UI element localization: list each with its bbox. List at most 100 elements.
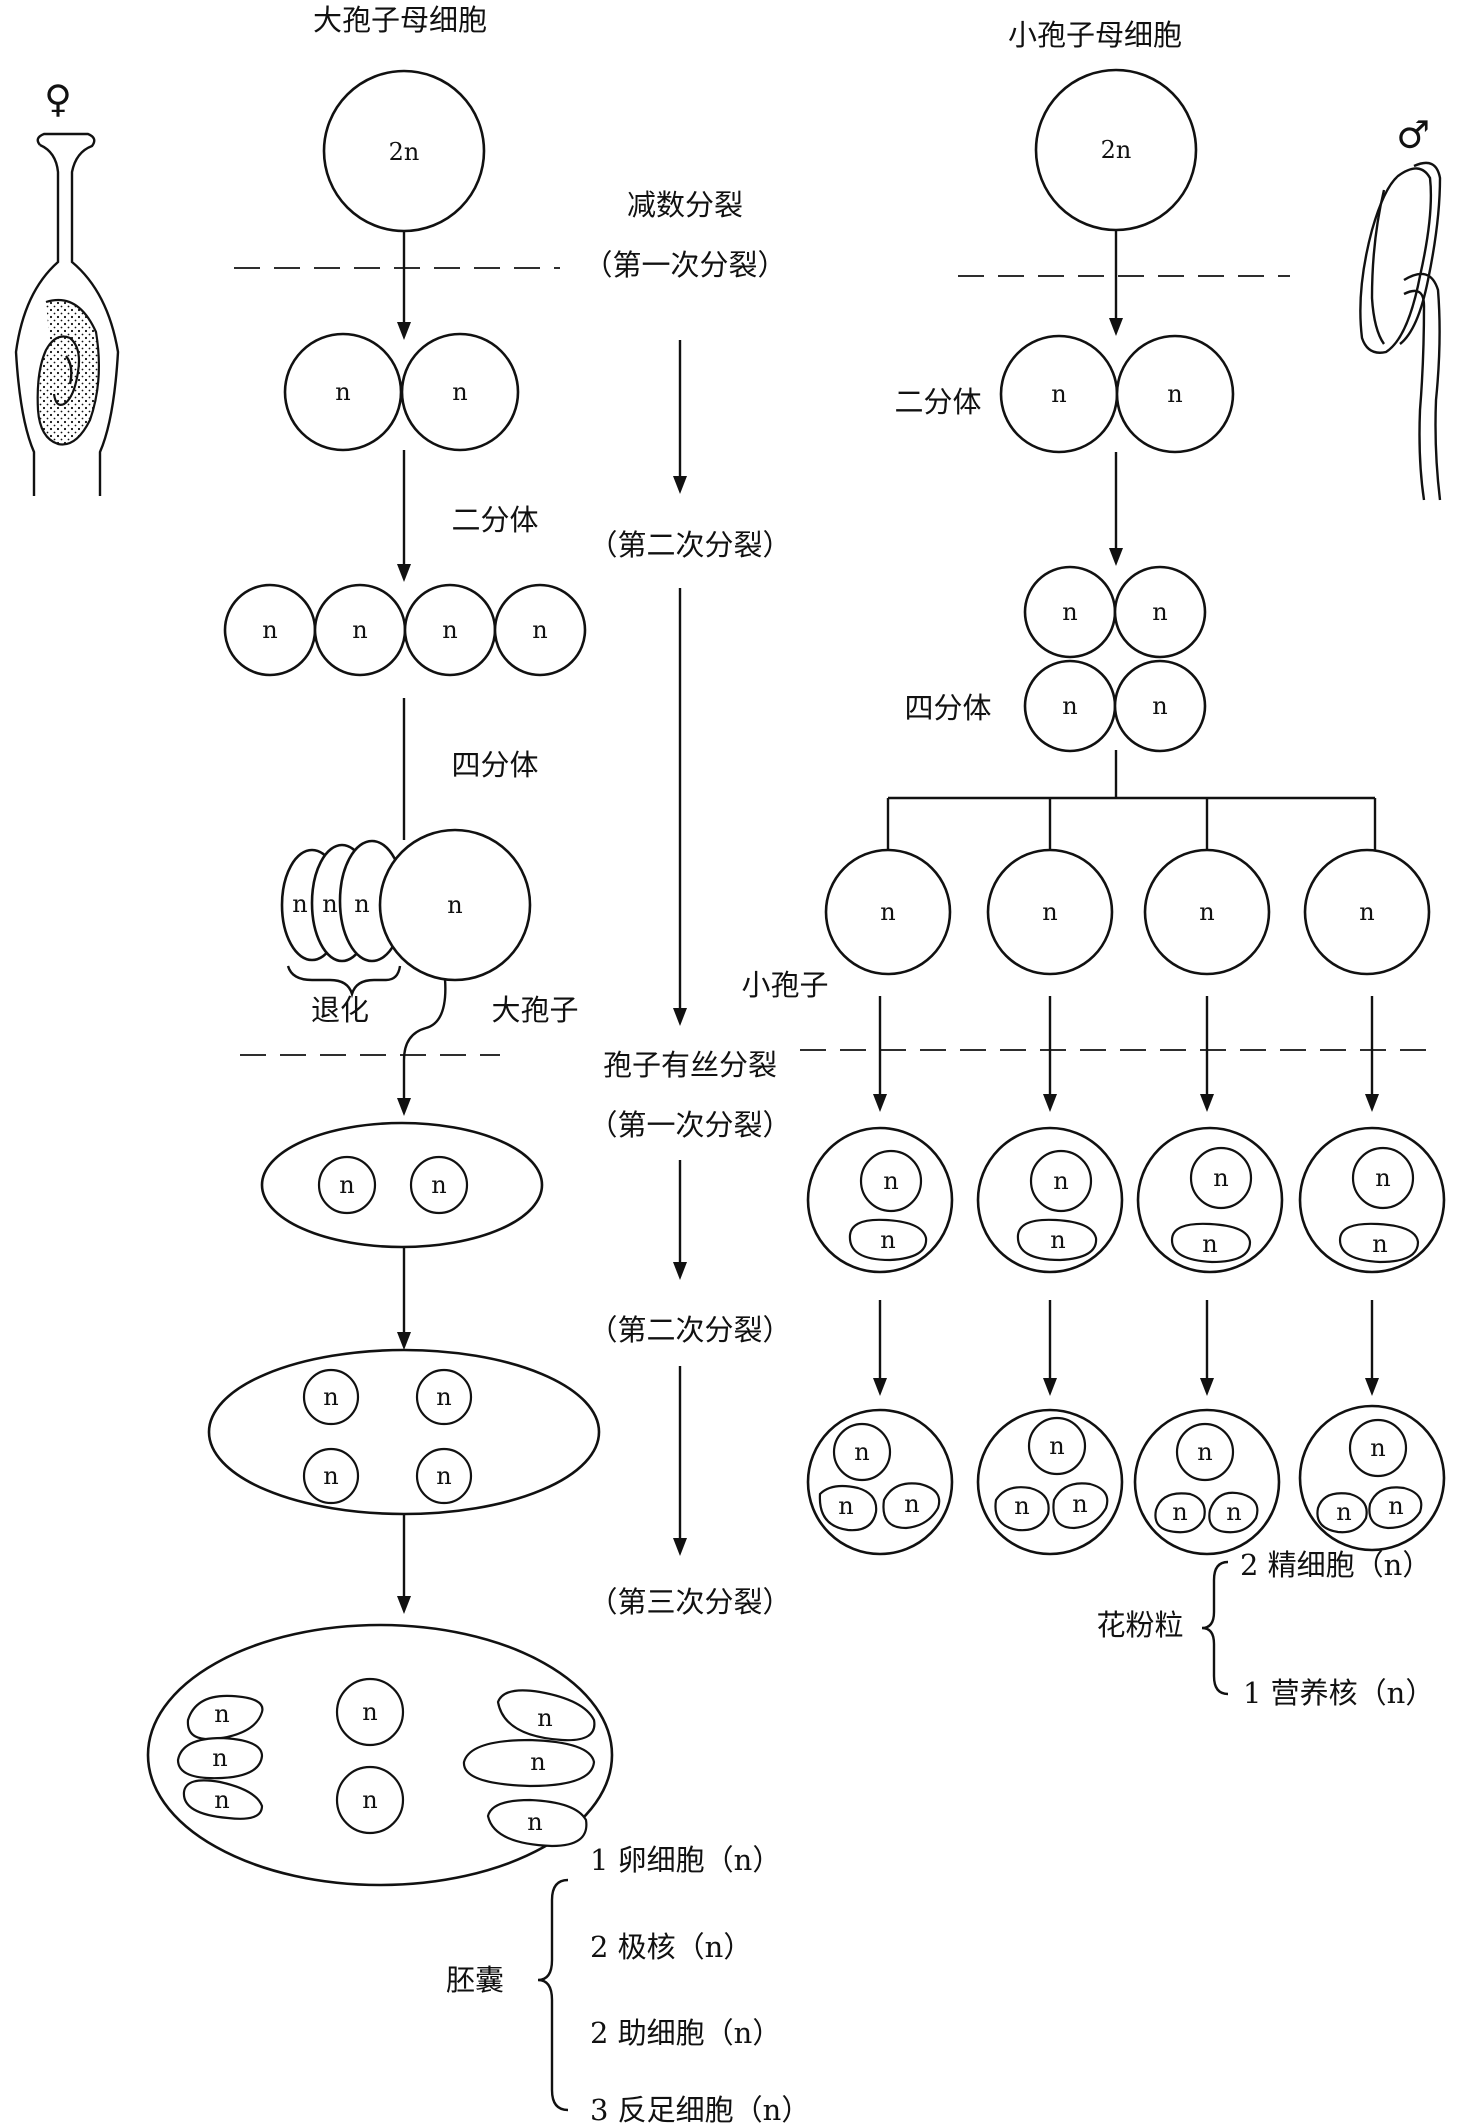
mitosis-third-label: （第三次分裂）: [588, 1585, 791, 1619]
pollen-grain-4: n n n: [1298, 1404, 1446, 1552]
ploidy-2n-label: 2n: [389, 138, 420, 166]
svg-text:n: n: [292, 890, 307, 918]
megaspore-connector: [402, 978, 447, 1102]
synergids-label: 2 助细胞（n）: [590, 2016, 781, 2050]
nucleus: [415, 1447, 473, 1505]
nucleus: [415, 1368, 473, 1426]
svg-text:n: n: [1336, 1498, 1351, 1526]
microspore-cell: [1143, 848, 1271, 976]
svg-text:n: n: [1388, 1492, 1403, 1520]
dyad-cell: [400, 332, 520, 452]
svg-text:n: n: [1050, 1226, 1065, 1254]
svg-text:n: n: [354, 890, 369, 918]
haploid-label: n: [362, 1698, 377, 1726]
polar-nuclei-label: 2 极核（n）: [590, 1930, 752, 1964]
nucleus: [302, 1368, 360, 1426]
megaspore-cell: [378, 828, 532, 982]
meiosis-label: 减数分裂: [627, 188, 743, 222]
svg-text:n: n: [1172, 1498, 1187, 1526]
haploid-label: n: [339, 1171, 354, 1199]
microspore-cell: [824, 848, 952, 976]
arrowhead: [397, 1098, 411, 1116]
ploidy-2n-label: 2n: [1101, 136, 1132, 164]
svg-text:n: n: [1372, 1230, 1387, 1258]
megasporocyte-label: 大孢子母细胞: [313, 3, 487, 37]
pollen-grain-1: n n n: [806, 1408, 954, 1556]
haploid-label: n: [452, 378, 467, 406]
arrowhead: [673, 1008, 687, 1026]
haploid-label: n: [1359, 898, 1374, 926]
haploid-label: n: [447, 891, 462, 919]
embryo-sac-label: 胚囊: [446, 1963, 504, 1997]
svg-text:n: n: [880, 1226, 895, 1254]
embryo-sac-brace: [537, 1878, 569, 2112]
arrowhead: [397, 1332, 411, 1350]
svg-text:n: n: [1049, 1432, 1064, 1460]
spore-mitosis-label: 孢子有丝分裂: [603, 1048, 777, 1082]
arrowhead: [397, 322, 411, 340]
svg-text:n: n: [322, 890, 337, 918]
svg-text:n: n: [838, 1492, 853, 1520]
megaspore-label: 大孢子: [491, 993, 578, 1027]
degenerate-label: 退化: [311, 993, 369, 1027]
dyad-label: 二分体: [451, 503, 538, 537]
microspore-cell: [986, 848, 1114, 976]
arrowhead: [673, 476, 687, 494]
arrowhead: [1109, 318, 1123, 336]
haploid-label: n: [532, 616, 547, 644]
vegetative-nucleus-label: 1 营养核（n）: [1243, 1676, 1434, 1710]
haploid-label: n: [1051, 380, 1066, 408]
polar-nucleus: [335, 1765, 405, 1835]
arrowhead: [673, 1262, 687, 1280]
binucleate-pollen-2: n n: [976, 1126, 1124, 1274]
pollen-brace: [1201, 1560, 1229, 1696]
svg-text:n: n: [883, 1167, 898, 1195]
arrows-to-binucleate: [873, 996, 1379, 1112]
male-dyad-label: 二分体: [894, 385, 981, 419]
svg-text:n: n: [1014, 1492, 1029, 1520]
male-tetrad-cell: [1113, 565, 1207, 659]
haploid-label: n: [362, 1786, 377, 1814]
svg-text:n: n: [527, 1808, 542, 1836]
male-symbol: ♂: [1396, 113, 1430, 157]
svg-text:n: n: [1226, 1498, 1241, 1526]
pollen-label: 花粉粒: [1096, 1608, 1183, 1642]
four-nucleate-embryo-sac: [207, 1348, 601, 1516]
tetrad-branch-lines: [886, 750, 1377, 850]
arrowhead: [397, 564, 411, 582]
haploid-label: n: [323, 1383, 338, 1411]
svg-text:n: n: [214, 1786, 229, 1814]
male-tetrad-label: 四分体: [904, 691, 991, 725]
egg-apparatus-right: n n n: [462, 1689, 596, 1848]
arrowhead: [1109, 548, 1123, 566]
haploid-label: n: [1062, 692, 1077, 720]
microspore-cell: [1303, 848, 1431, 976]
female-symbol: ♀: [44, 77, 72, 121]
arrowhead: [673, 1538, 687, 1556]
haploid-label: n: [262, 616, 277, 644]
binucleate-pollen-3: n n: [1136, 1126, 1284, 1274]
tetrad-label: 四分体: [451, 748, 538, 782]
svg-text:n: n: [537, 1704, 552, 1732]
haploid-label: n: [1062, 598, 1077, 626]
microsporocyte-label: 小孢子母细胞: [1008, 18, 1182, 52]
binucleate-pollen-1: n n: [806, 1126, 954, 1274]
microspore-label: 小孢子: [741, 968, 828, 1002]
haploid-label: n: [880, 898, 895, 926]
haploid-label: n: [1167, 380, 1182, 408]
antipodal-cells-left: n n n: [176, 1694, 264, 1820]
svg-text:n: n: [212, 1744, 227, 1772]
haploid-label: n: [1199, 898, 1214, 926]
meiosis-second-label: （第二次分裂）: [588, 528, 791, 562]
svg-text:n: n: [1072, 1490, 1087, 1518]
svg-text:n: n: [854, 1438, 869, 1466]
male-tetrad-cell: [1113, 659, 1207, 753]
arrows-to-trinucleate: [873, 1300, 1379, 1396]
haploid-label: n: [323, 1462, 338, 1490]
svg-text:n: n: [1213, 1164, 1228, 1192]
haploid-label: n: [335, 378, 350, 406]
stamen-illustration: [1359, 161, 1442, 501]
svg-text:n: n: [1053, 1167, 1068, 1195]
haploid-label: n: [431, 1171, 446, 1199]
